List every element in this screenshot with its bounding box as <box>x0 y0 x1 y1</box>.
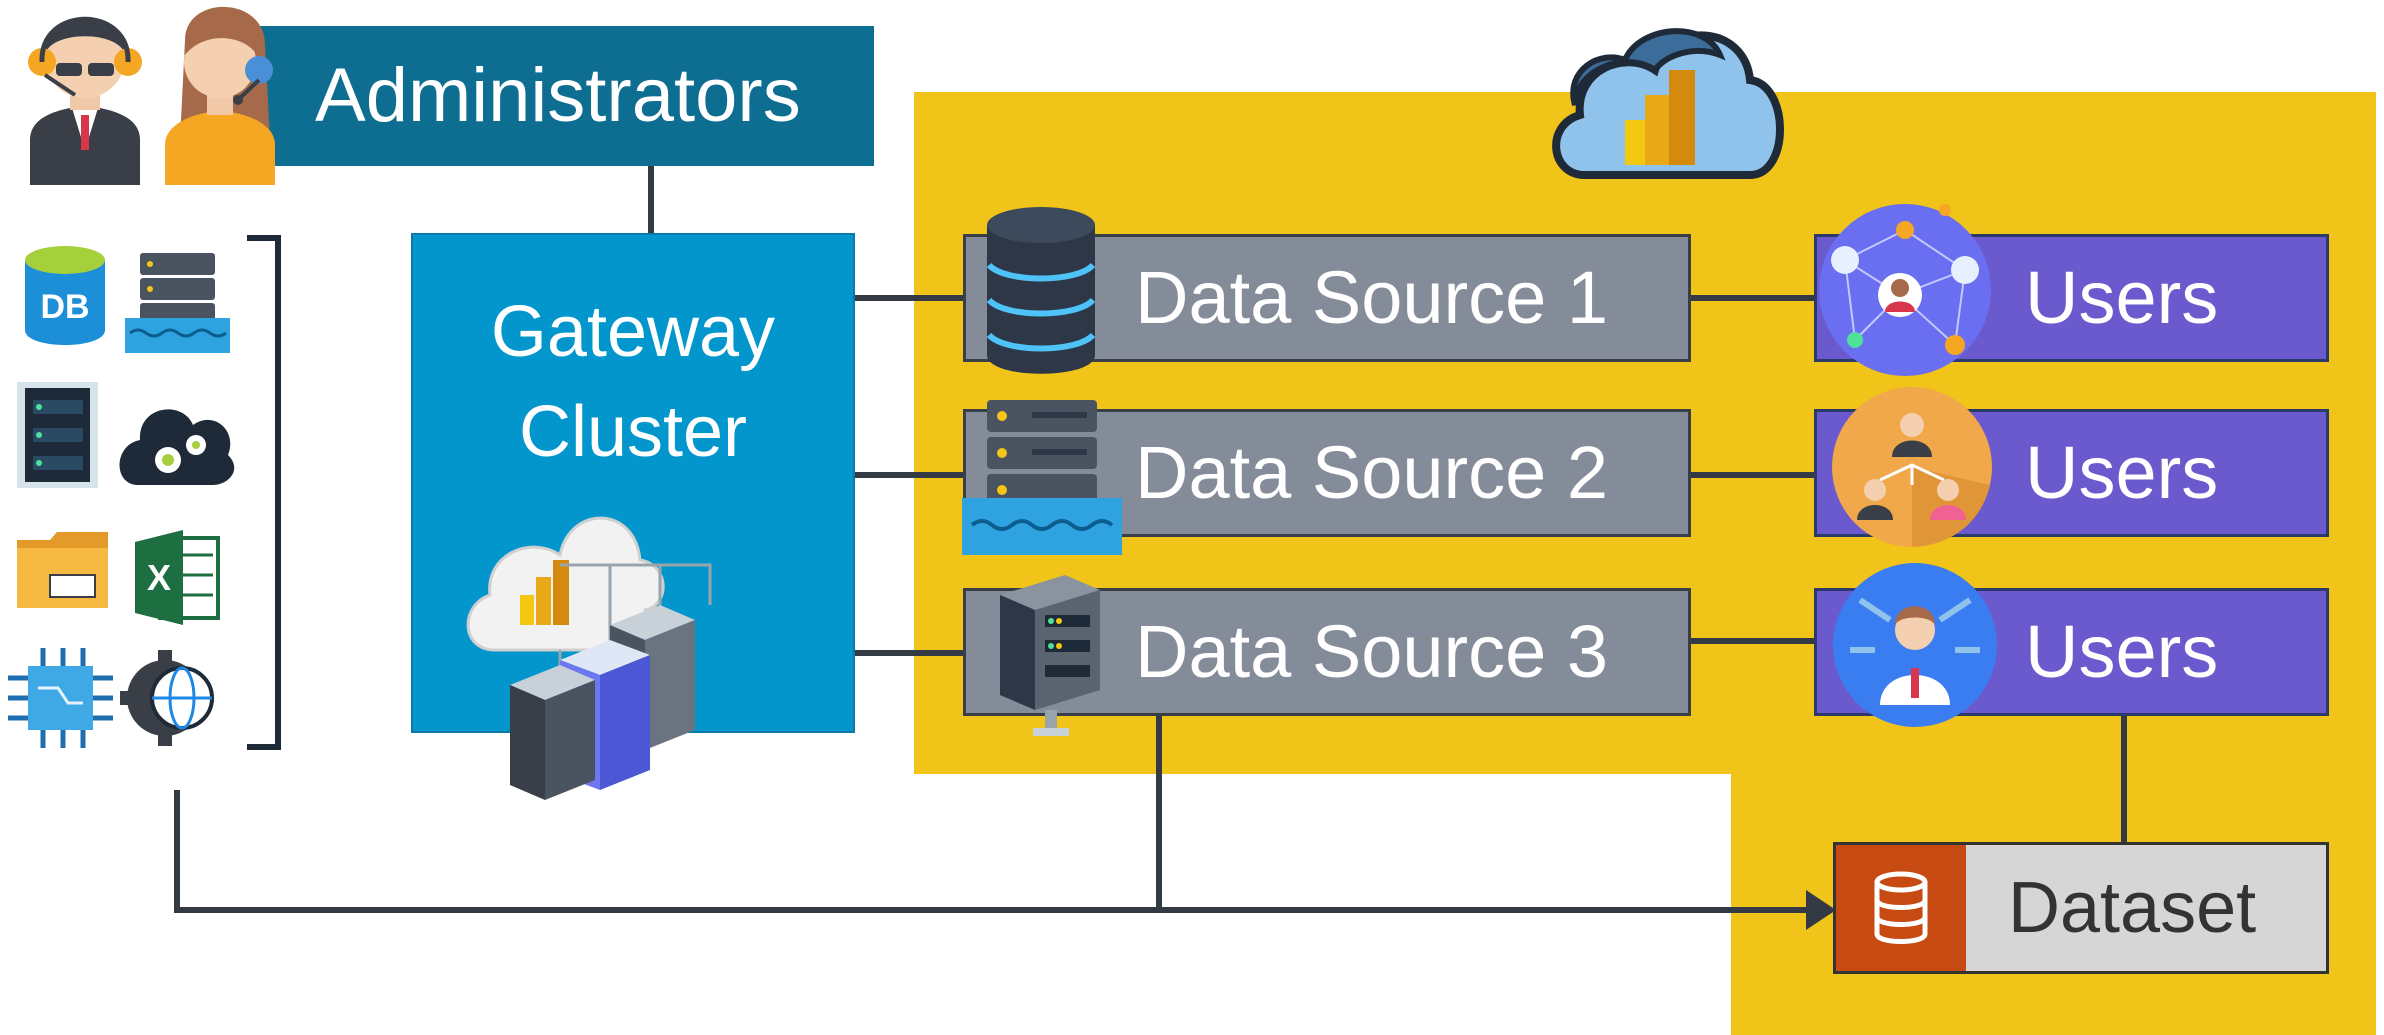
ds1-users-connector <box>1691 295 1814 301</box>
users-hierarchy-icon <box>1832 387 1992 547</box>
excel-icon: X <box>135 530 220 625</box>
gateway-cluster-title: Gateway Cluster <box>411 282 855 482</box>
ds3-users-connector <box>1691 638 1814 644</box>
data-lake-icon <box>125 253 230 353</box>
server-rack-icon <box>17 382 98 488</box>
power-bi-cloud-icon <box>1552 28 1784 179</box>
users-3-label: Users <box>2025 610 2219 693</box>
sources-down-connector <box>174 790 180 911</box>
gateway-cloud-servers-icon <box>466 516 712 800</box>
azure-db-icon: DB <box>25 246 105 345</box>
administrators-label: Administrators <box>315 53 801 138</box>
data-lake-server-icon <box>962 400 1122 555</box>
admin-male-avatar-icon <box>28 16 142 185</box>
server-tower-icon <box>1000 575 1100 736</box>
gateway-title-line2: Cluster <box>518 392 748 472</box>
users-2-label: Users <box>2025 431 2219 514</box>
users-1-label: Users <box>2025 256 2219 339</box>
cloud-gears-icon <box>119 409 235 485</box>
gear-globe-icon <box>120 650 214 746</box>
gateway-title-line1: Gateway <box>490 292 776 372</box>
data-source-2-label: Data Source 2 <box>1135 431 1609 514</box>
data-source-1-label: Data Source 1 <box>1135 256 1609 339</box>
svg-text:DB: DB <box>40 288 89 326</box>
data-source-3-label: Data Source 3 <box>1135 610 1609 693</box>
user-expand-icon <box>1833 563 1997 727</box>
admin-gateway-connector <box>648 166 654 233</box>
admin-female-avatar-icon <box>165 6 275 185</box>
administrators-bar <box>250 26 874 166</box>
gateway-ds3-connector <box>855 650 965 656</box>
gateway-ds1-connector <box>855 295 965 301</box>
gateway-ds2-connector <box>855 472 965 478</box>
folder-icon <box>17 532 108 608</box>
dataset-database-icon <box>1874 871 1928 944</box>
circuit-chip-icon <box>8 648 113 748</box>
source-bracket <box>247 235 281 750</box>
ds3-down-connector <box>1156 716 1162 911</box>
svg-text:X: X <box>147 557 171 598</box>
database-cylinder-icon <box>986 207 1096 374</box>
arrowhead-icon <box>1806 890 1836 930</box>
ds2-users-connector <box>1691 472 1814 478</box>
users-dataset-connector <box>2121 716 2127 842</box>
users-network-icon <box>1819 204 1991 376</box>
dataset-label: Dataset <box>2008 868 2257 948</box>
bottom-flow-connector <box>174 907 1814 913</box>
